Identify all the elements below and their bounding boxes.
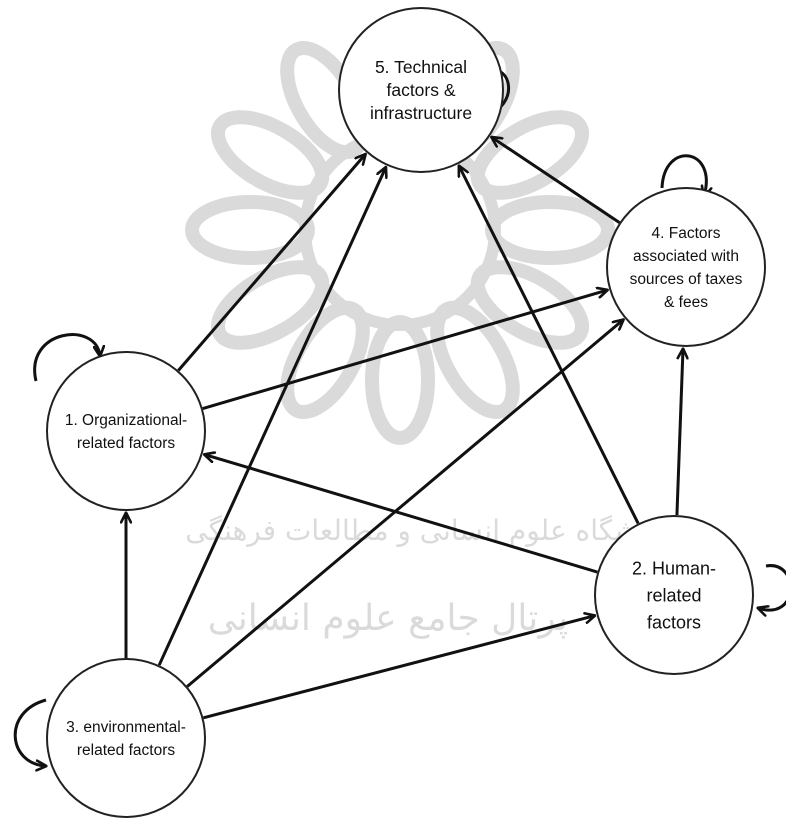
edge-n2-to-n4 [675, 349, 683, 516]
watermark-petal [485, 195, 615, 265]
node-label-line: associated with [633, 248, 739, 265]
node-label-line: sources of taxes [630, 271, 743, 288]
node-circle [46, 658, 206, 818]
watermark-petal [365, 315, 435, 445]
node-n2: 2. Human-related factors [594, 515, 754, 675]
edge-n2-to-n1 [205, 455, 598, 574]
edge-n2-to-n5 [459, 166, 640, 525]
node-label-line: factors [647, 612, 701, 632]
self-loop-n3 [13, 698, 46, 766]
edge-n1-to-n5 [177, 154, 365, 372]
node-circle [338, 7, 504, 173]
edge-n4-to-n5 [492, 137, 621, 224]
edge-n1-to-n4 [202, 290, 608, 410]
node-label-line: related factors [77, 435, 175, 452]
node-label-line: 5. Technical [375, 57, 467, 77]
node-label-line: factors & [386, 80, 455, 100]
node-label-line: & fees [664, 294, 708, 311]
watermark-petal [185, 195, 315, 265]
node-label-line: related factors [77, 742, 175, 759]
edges-layer [126, 137, 683, 720]
node-label-line: 3. environmental- [66, 719, 186, 736]
watermark-line-1: پژوهشگاه علوم انسانی و مطالعات فرهنگی [185, 514, 690, 547]
self-loop-n2 [758, 564, 786, 610]
node-circle [46, 351, 206, 511]
node-n1: 1. Organizational-related factors [46, 351, 206, 511]
node-n5: 5. Technical factors & infrastructure [338, 7, 504, 173]
self-loop-n1 [33, 333, 100, 382]
self-loop-n4 [660, 154, 706, 196]
edge-n3-to-n5 [157, 167, 386, 666]
node-circle [594, 515, 754, 675]
node-n3: 3. environmental-related factors [46, 658, 206, 818]
node-n4: 4. Factors associated with sources of taxe… [606, 187, 766, 347]
edge-n3-to-n2 [203, 616, 594, 720]
node-label-line: 1. Organizational- [65, 412, 187, 429]
node-label-line: related [646, 585, 701, 605]
node-label-line: 4. Factors [652, 225, 721, 242]
node-label-line: infrastructure [370, 103, 472, 123]
edge-n3-to-n4 [186, 320, 623, 688]
node-circle [606, 187, 766, 347]
watermark-line-2: پرتال جامع علوم انسانی [208, 598, 568, 639]
node-label-line: 2. Human- [632, 558, 716, 578]
